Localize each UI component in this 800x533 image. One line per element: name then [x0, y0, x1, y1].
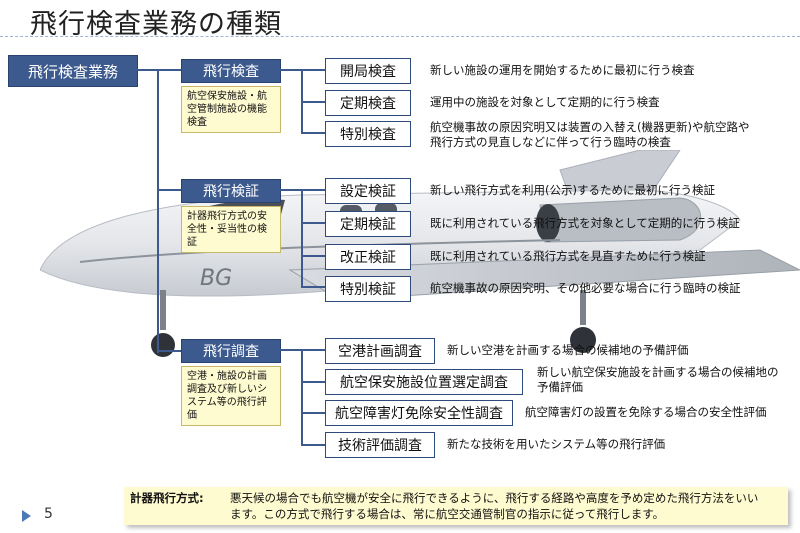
item-setup-validation: 設定検証 [325, 178, 411, 204]
item-setup-validation-desc: 新しい飛行方式を利用(公示)するために最初に行う検証 [430, 183, 715, 197]
connector-c3-i2 [301, 381, 325, 383]
category-flight-survey: 飛行調査 [181, 339, 281, 363]
item-revision-validation-desc: 既に利用されている飛行方式を見直すために行う検証 [430, 249, 706, 263]
item-opening-inspection: 開局検査 [325, 58, 411, 84]
item-periodic-validation-desc: 既に利用されている飛行方式を対象として定期的に行う検証 [430, 216, 740, 230]
item-special-validation: 特別検証 [325, 276, 411, 302]
item-technical-evaluation-survey-desc: 新たな技術を用いたシステム等の飛行評価 [447, 437, 666, 451]
connector-c3-trunk [301, 349, 303, 445]
connector-c2-trunk [301, 189, 303, 287]
item-airport-planning-survey: 空港計画調査 [325, 338, 435, 364]
item-facility-siting-survey-desc-1: 新しい航空保安施設を計画する場合の候補地の [537, 365, 779, 379]
definition-note: 計器飛行方式: 悪天候の場合でも航空機が安全に飛行できるように、飛行する経路や高度… [124, 487, 788, 525]
item-revision-validation: 改正検証 [325, 244, 411, 270]
connector-c3-i4 [301, 444, 325, 446]
connector-c1-i3 [301, 132, 325, 134]
category-flight-validation: 飛行検証 [181, 179, 281, 203]
note-label: 計器飛行方式: [130, 491, 204, 505]
plane-marking: BG [200, 266, 232, 291]
connector-cat1 [157, 69, 181, 71]
connector-trunk [157, 69, 159, 353]
item-airport-planning-survey-desc: 新しい空港を計画する場合の候補地の予備評価 [447, 343, 689, 357]
connector-root [136, 69, 158, 71]
item-special-validation-desc: 航空機事故の原因究明、その他必要な場合に行う臨時の検証 [430, 281, 741, 295]
item-opening-inspection-desc: 新しい施設の運用を開始するために最初に行う検査 [430, 63, 695, 77]
connector-c2-i4 [301, 286, 325, 288]
connector-c3-i1 [301, 349, 325, 351]
connector-c1 [280, 69, 302, 71]
category-flight-inspection: 飛行検査 [181, 59, 281, 83]
connector-c2-i3 [301, 255, 325, 257]
page-arrow-icon [22, 510, 31, 522]
connector-cat2 [157, 189, 181, 191]
page-number: 5 [44, 506, 53, 522]
connector-c3-i3 [301, 412, 325, 414]
item-special-inspection-desc-2: 飛行方式の見直しなどに伴って行う臨時の検査 [430, 135, 671, 149]
item-periodic-validation: 定期検証 [325, 211, 411, 237]
item-facility-siting-survey: 航空保安施設位置選定調査 [325, 369, 523, 395]
page-title: 飛行検査業務の種類 [30, 9, 282, 40]
connector-c1-i1 [301, 69, 325, 71]
item-obstruction-light-survey: 航空障害灯免除安全性調査 [325, 400, 513, 426]
item-obstruction-light-survey-desc: 航空障害灯の設置を免除する場合の安全性評価 [525, 405, 767, 419]
note-line-1: 悪天候の場合でも航空機が安全に飛行できるように、飛行する経路や高度を予め定めた飛… [230, 491, 759, 505]
root-node: 飛行検査業務 [8, 55, 138, 87]
connector-c3 [280, 349, 302, 351]
category-flight-validation-desc: 計器飛行方式の安全性・妥当性の検証 [181, 206, 281, 253]
item-periodic-inspection-desc: 運用中の施設を対象として定期的に行う検査 [430, 95, 660, 109]
item-facility-siting-survey-desc-2: 予備評価 [537, 380, 583, 394]
connector-c1-i2 [301, 101, 325, 103]
connector-c2-i2 [301, 222, 325, 224]
item-special-inspection-desc-1: 航空機事故の原因究明又は装置の入替え(機器更新)や航空路や [430, 120, 750, 134]
connector-c2-i1 [301, 189, 325, 191]
item-technical-evaluation-survey: 技術評価調査 [325, 432, 435, 458]
title-divider [0, 36, 800, 37]
connector-cat3 [157, 350, 181, 352]
item-special-inspection: 特別検査 [325, 121, 411, 147]
item-periodic-inspection: 定期検査 [325, 90, 411, 116]
category-flight-inspection-desc: 航空保安施設・航空管制施設の機能検査 [181, 86, 281, 133]
connector-c2 [280, 189, 302, 191]
note-line-2: ます。この方式で飛行する場合は、常に航空交通管制官の指示に従って飛行します。 [230, 507, 665, 521]
category-flight-survey-desc: 空港・施設の計画調査及び新しいシステム等の飛行評価 [181, 366, 281, 426]
